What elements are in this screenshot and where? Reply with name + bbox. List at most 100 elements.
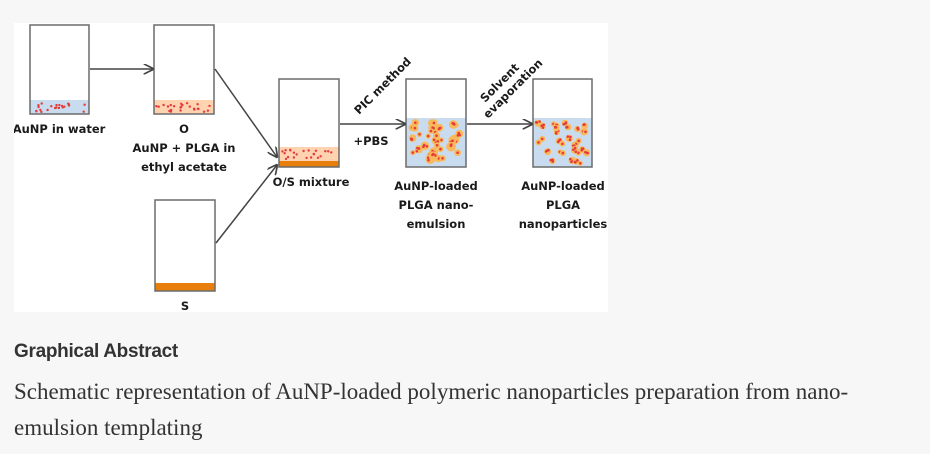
aunp-dot xyxy=(435,144,439,147)
aunp-dot xyxy=(58,103,61,107)
aunp-particles xyxy=(155,102,211,113)
aunp-dot xyxy=(573,146,577,150)
aunp-dot xyxy=(414,121,417,124)
caption-text: Schematic representation of AuNP-loaded … xyxy=(14,379,849,440)
aunp-dot xyxy=(577,139,580,143)
aunp-dot xyxy=(576,126,579,130)
graphical-abstract-figure: AuNP in water O AuNP + PLGA in ethyl ace… xyxy=(14,23,608,312)
aunp-particles xyxy=(281,148,333,161)
aunp-dot xyxy=(206,109,210,112)
beaker-nanoparticles: AuNP-loaded PLGA nanoparticles xyxy=(519,78,607,231)
aunp-dot xyxy=(561,151,565,155)
aunp-dot xyxy=(50,105,53,108)
aunp-dot xyxy=(53,106,57,110)
arrow-oil-to-mixture xyxy=(214,68,277,157)
aunp-dot xyxy=(411,151,415,154)
aunp-dot xyxy=(324,150,327,153)
aunp-dot xyxy=(439,147,442,151)
label-os-mixture: O/S mixture xyxy=(273,175,350,189)
label-plga: PLGA xyxy=(546,198,580,212)
aunp-dot xyxy=(57,106,61,110)
aunp-dot xyxy=(553,125,557,129)
beaker-os-mixture: O/S mixture xyxy=(273,78,350,189)
aunp-dot xyxy=(286,155,290,159)
aunp-dot xyxy=(180,102,183,106)
aunp-dot xyxy=(289,148,292,152)
aunp-dot xyxy=(556,140,560,144)
label-pic-method: PIC method xyxy=(351,54,414,117)
aunp-dot xyxy=(562,123,565,126)
aunp-dot xyxy=(83,103,86,106)
aunp-dot xyxy=(169,110,173,113)
aunp-dot xyxy=(305,156,308,160)
aunp-dot xyxy=(440,138,443,142)
aunp-dot xyxy=(35,110,38,113)
aunp-dot xyxy=(172,105,176,108)
oil-phase xyxy=(279,147,339,162)
droplet xyxy=(565,134,573,142)
aunp-dot xyxy=(418,133,421,136)
aunp-dot xyxy=(441,157,444,160)
aunp-dot xyxy=(415,150,419,153)
aunp-dot xyxy=(67,104,71,107)
aunp-dot xyxy=(413,126,417,130)
aunp-dot xyxy=(431,153,434,157)
aunp-dot xyxy=(180,105,183,109)
arrow-surfactant-to-mixture xyxy=(215,165,277,244)
aunp-dot xyxy=(568,138,572,141)
aunp-dot xyxy=(417,147,421,150)
nanoparticle-dots xyxy=(534,119,591,166)
aunp-dot xyxy=(581,147,585,150)
aunp-dot xyxy=(202,110,206,113)
surfactant-layer xyxy=(155,283,215,291)
aunp-dot xyxy=(327,150,330,153)
aunp-dot xyxy=(540,137,544,141)
aunp-dot xyxy=(309,156,313,159)
aunp-dot xyxy=(569,135,572,139)
aunp-dot xyxy=(453,123,456,126)
schematic-diagram: AuNP in water O AuNP + PLGA in ethyl ace… xyxy=(14,24,607,312)
aunp-dot xyxy=(429,129,433,133)
aunp-particles xyxy=(35,102,86,114)
aunp-dot xyxy=(551,160,555,163)
droplet xyxy=(408,134,417,142)
aunp-dot xyxy=(434,154,437,157)
beaker-outline xyxy=(154,199,216,292)
aunp-dot xyxy=(541,126,545,129)
aunp-dot xyxy=(284,149,287,152)
aunp-dot xyxy=(425,145,429,148)
aunp-dot xyxy=(292,156,296,159)
aunp-dot xyxy=(538,120,541,123)
aunp-dot xyxy=(435,134,438,137)
aunp-dot xyxy=(37,104,40,107)
aunp-dot xyxy=(162,103,165,107)
label-aunp-in-water: AuNP in water xyxy=(14,122,106,136)
aunp-dot xyxy=(312,153,316,156)
aunp-dot xyxy=(292,151,296,154)
label-o: O xyxy=(179,122,189,136)
aunp-dot xyxy=(157,105,160,108)
aunp-dot xyxy=(427,158,430,162)
aunp-dot xyxy=(82,110,85,113)
aunp-dot xyxy=(166,105,170,108)
beaker-nano-emulsion: AuNP-loaded PLGA nano- emulsion xyxy=(394,78,478,231)
aunp-dot xyxy=(458,133,462,137)
aunp-dot xyxy=(179,109,182,112)
aunp-dot xyxy=(185,102,189,105)
surfactant-layer xyxy=(279,161,339,167)
label-ethyl-acetate: ethyl acetate xyxy=(141,160,227,174)
emulsion-droplets xyxy=(408,119,464,165)
aunp-dot xyxy=(456,151,459,154)
beaker-oil-phase: O AuNP + PLGA in ethyl acetate xyxy=(132,24,236,174)
aunp-dot xyxy=(572,148,575,152)
aunp-dot xyxy=(196,103,199,106)
aunp-dot xyxy=(37,105,40,109)
process-arrows xyxy=(90,68,532,244)
aunp-dot xyxy=(188,105,191,108)
aunp-dot xyxy=(295,153,298,156)
aunp-dot xyxy=(584,130,587,134)
aunp-dot xyxy=(432,121,436,125)
aunp-dot xyxy=(193,108,196,111)
aunp-dot xyxy=(561,142,564,146)
aunp-dot xyxy=(426,134,430,138)
